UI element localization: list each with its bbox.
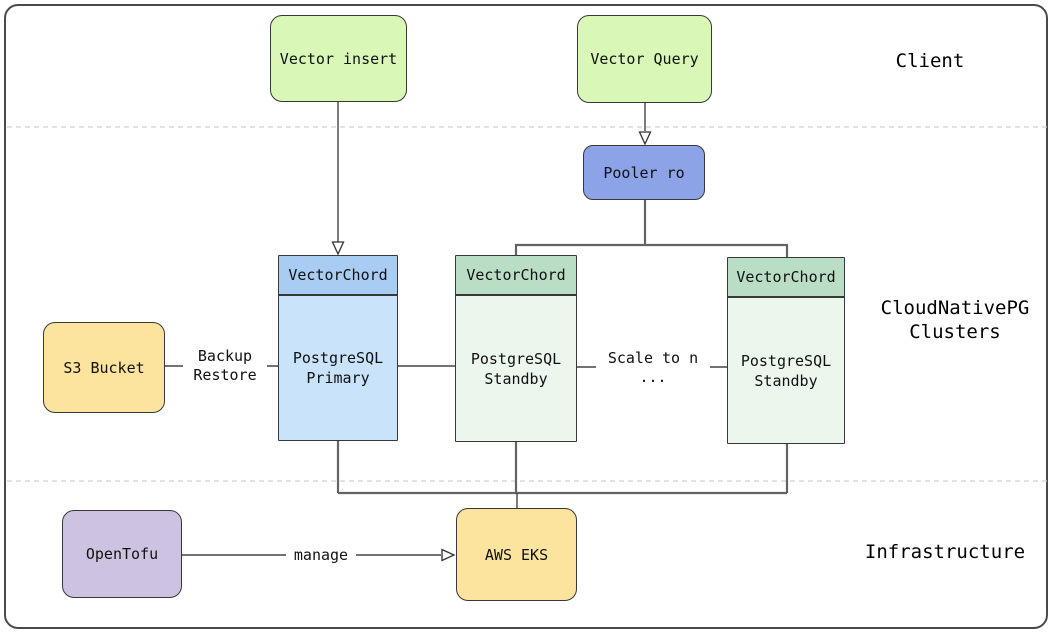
node-pooler-ro-label: Pooler ro xyxy=(603,163,685,182)
node-pooler-ro: Pooler ro xyxy=(583,145,705,200)
node-postgres-standby-2-body-line2: Standby xyxy=(754,371,818,390)
node-opentofu: OpenTofu xyxy=(62,510,182,598)
node-vector-insert: Vector insert xyxy=(270,15,407,102)
node-postgres-standby-1-body-line1: PostgreSQL xyxy=(470,349,562,368)
section-label-client-text: Client xyxy=(895,50,965,72)
node-postgres-standby-1-body: PostgreSQL Standby xyxy=(456,296,576,441)
edge-label-backup: Backup xyxy=(197,347,253,365)
node-postgres-primary: VectorChord PostgreSQL Primary xyxy=(278,255,398,441)
node-opentofu-label: OpenTofu xyxy=(85,545,159,563)
edge-label-manage: manage xyxy=(286,546,356,565)
node-aws-eks: AWS EKS xyxy=(456,508,577,601)
node-postgres-standby-1-header: VectorChord xyxy=(456,256,576,296)
node-vector-insert-label: Vector insert xyxy=(279,49,398,68)
edge-label-backup-restore: Backup Restore xyxy=(183,347,267,385)
node-postgres-standby-2-body: PostgreSQL Standby xyxy=(728,298,844,443)
node-postgres-standby-1: VectorChord PostgreSQL Standby xyxy=(455,255,577,442)
edge-label-manage-text: manage xyxy=(293,546,349,564)
node-postgres-standby-1-body-line2: Standby xyxy=(484,369,548,388)
node-postgres-primary-body-line2: Primary xyxy=(306,369,370,387)
section-label-cloudnativepg-line2: Clusters xyxy=(909,321,1001,343)
edge-label-restore: Restore xyxy=(193,366,257,384)
node-s3-bucket: S3 Bucket xyxy=(43,322,165,413)
node-vector-query: Vector Query xyxy=(577,15,712,103)
node-postgres-standby-2-body-line1: PostgreSQL xyxy=(740,351,832,370)
node-postgres-standby-2-header: VectorChord xyxy=(728,258,844,298)
section-label-cloudnativepg-line1: CloudNativePG xyxy=(880,297,1030,319)
node-aws-eks-label: AWS EKS xyxy=(484,545,549,564)
edge-label-scale-line1: Scale to n xyxy=(607,349,699,367)
edge-label-scale-ellipsis: ... xyxy=(639,368,667,386)
node-vector-query-label: Vector Query xyxy=(590,50,699,68)
node-postgres-standby-1-header-label: VectorChord xyxy=(466,266,566,284)
edge-label-scale-to-n: Scale to n ... xyxy=(596,349,710,387)
node-s3-bucket-label: S3 Bucket xyxy=(63,358,145,377)
node-postgres-standby-2: VectorChord PostgreSQL Standby xyxy=(727,257,845,444)
node-postgres-primary-body: PostgreSQL Primary xyxy=(279,296,397,440)
section-label-cloudnativepg: CloudNativePG Clusters xyxy=(850,296,1054,344)
section-label-infrastructure-text: Infrastructure xyxy=(864,541,1026,563)
diagram-outer-frame xyxy=(4,4,1048,629)
node-postgres-primary-header: VectorChord xyxy=(279,256,397,296)
node-postgres-standby-2-header-label: VectorChord xyxy=(736,268,836,286)
node-postgres-primary-header-label: VectorChord xyxy=(288,266,388,284)
section-label-client: Client xyxy=(860,49,1000,73)
section-label-infrastructure: Infrastructure xyxy=(845,540,1045,564)
node-postgres-primary-body-line1: PostgreSQL xyxy=(292,349,384,367)
